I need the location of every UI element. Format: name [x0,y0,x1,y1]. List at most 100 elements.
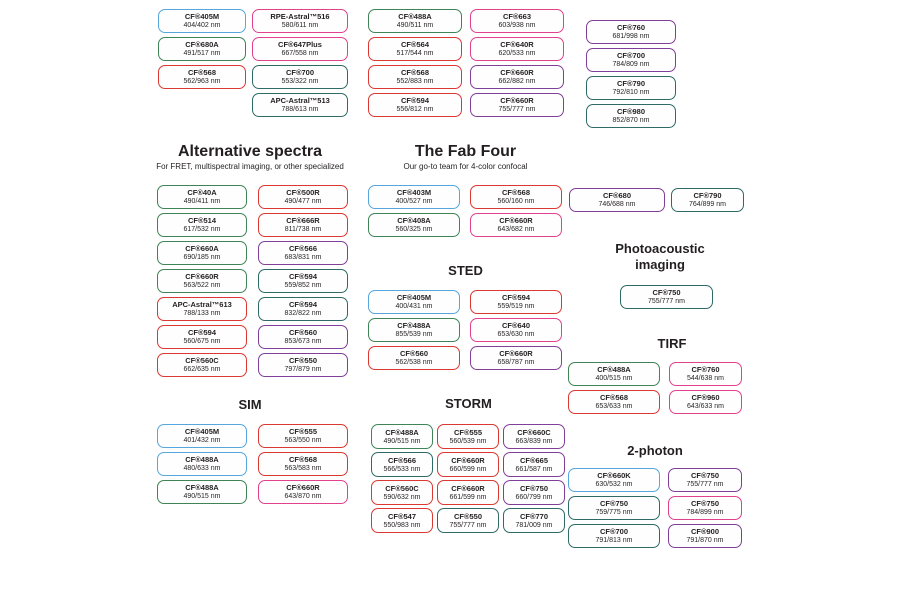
dye-name: CF®660R [500,68,534,77]
dye-excitation-emission: 643/633 nm [687,403,724,410]
dye-name: CF®594 [288,300,318,309]
dye-name: CF®660A [185,244,219,253]
dye-excitation-emission: 603/938 nm [498,22,536,29]
dye-name: CF®555 [453,427,483,437]
dye-excitation-emission: 653/633 nm [595,403,633,410]
dye-excitation-emission: 661/587 nm [515,465,553,473]
dye-excitation-emission: 667/558 nm [281,50,319,57]
dye-name: CF®594 [501,293,531,302]
dye-excitation-emission: 755/777 nm [686,481,724,488]
dye-name: CF®568 [599,393,629,402]
dye-name: CF®564 [400,40,430,49]
dye-name: CF®960 [691,393,720,402]
dye-name: CF®488A [185,483,219,492]
dye-name: CF®770 [519,511,549,521]
dye-name: CF®750 [599,499,629,508]
section-header-fab-four: The Fab Four Our go-to team for 4-color … [363,143,568,172]
dye-name: CF®40A [187,188,217,197]
dye-excitation-emission: 562/538 nm [395,359,433,366]
dye-excitation-emission: 560/539 nm [449,437,487,445]
dye-excitation-emission: 491/517 nm [183,50,221,57]
dye-excitation-emission: 853/673 nm [284,338,322,345]
dye-name: CF®488A [597,365,631,374]
section-header-2-photon: 2-photon [580,443,730,459]
dye-excitation-emission: 560/160 nm [497,198,535,205]
photoacoustic-title-line1: Photoacoustic [615,241,705,256]
dye-excitation-emission: 662/635 nm [183,366,221,373]
dye-excitation-emission: 683/831 nm [284,254,322,261]
dye-excitation-emission: 560/325 nm [395,226,433,233]
dye-excitation-emission: 788/133 nm [183,310,221,317]
dye-excitation-emission: 563/550 nm [284,437,322,444]
dye-name: CF®660R [500,96,534,105]
dye-name: CF®660R [451,483,485,493]
dye-name: CF®405M [396,293,432,302]
dye-excitation-emission: 401/432 nm [183,437,221,444]
dye-excitation-emission: 563/583 nm [284,465,322,472]
dye-name: CF®594 [288,272,318,281]
dye-excitation-emission: 400/431 nm [395,303,433,310]
dye-name: CF®568 [288,455,318,464]
dye-excitation-emission: 784/809 nm [612,61,650,68]
dye-excitation-emission: 630/532 nm [595,481,633,488]
dye-name: CF®700 [599,527,629,536]
dye-name: CF®660K [597,471,631,480]
fab-four-subtitle: Our go-to team for 4-color confocal [403,162,528,171]
dye-name: CF®660R [286,483,320,492]
dye-excitation-emission: 553/322 nm [281,78,319,85]
dye-excitation-emission: 480/633 nm [183,465,221,472]
dye-excitation-emission: 791/813 nm [595,537,633,544]
dye-name: CF®750 [519,483,549,493]
dye-name: CF®700 [616,51,646,60]
fab-four-title: The Fab Four [414,143,517,160]
dye-excitation-emission: 746/688 nm [598,201,636,208]
dye-name: APC-Astral™513 [270,96,330,105]
dye-name: CF®660R [499,349,533,358]
dye-name: CF®560 [288,328,318,337]
dye-name: CF®405M [184,427,220,436]
dye-excitation-emission: 681/998 nm [612,33,650,40]
